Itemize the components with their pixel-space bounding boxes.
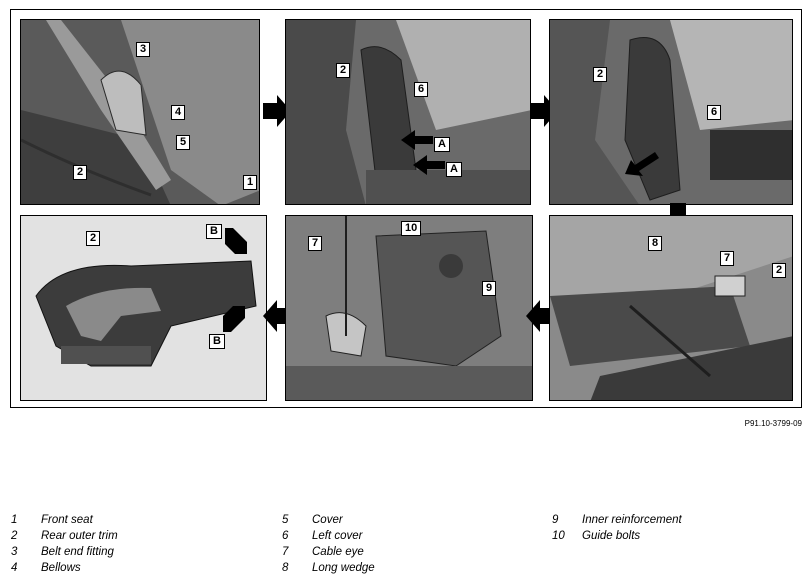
photo-panel-2: 2 6 A A	[285, 19, 531, 205]
push-arrow-icon	[223, 306, 245, 332]
push-arrow-icon	[401, 130, 433, 150]
callout-4: 4	[171, 105, 186, 120]
callout-2: 2	[336, 63, 351, 78]
callout-7: 7	[308, 236, 323, 251]
legend-number: 6	[282, 530, 289, 542]
legend-number: 2	[11, 530, 18, 542]
legend-number: 5	[282, 514, 289, 526]
reinforcement-illustration	[286, 216, 532, 400]
legend-text: Cable eye	[312, 546, 364, 558]
legend-text: Bellows	[41, 562, 81, 574]
callout-a: A	[446, 162, 462, 177]
legend-text: Cover	[312, 514, 343, 526]
arrow-right-icon	[263, 95, 291, 127]
photo-panel-1: 3 4 5 2 1	[20, 19, 260, 205]
callout-8: 8	[648, 236, 663, 251]
wedge-tool-illustration	[550, 216, 792, 400]
trim-part-illustration	[21, 216, 266, 400]
legend-text: Front seat	[41, 514, 93, 526]
callout-5: 5	[176, 135, 191, 150]
trim-removal-illustration	[286, 20, 530, 204]
legend-text: Left cover	[312, 530, 363, 542]
callout-b: B	[206, 224, 222, 239]
arrow-left-icon	[526, 300, 554, 332]
callout-3: 3	[136, 42, 151, 57]
legend-text: Guide bolts	[582, 530, 641, 542]
figure-code: P91.10-3799-09	[744, 419, 802, 428]
legend-number: 7	[282, 546, 289, 558]
callout-9: 9	[482, 281, 497, 296]
callout-7: 7	[720, 251, 735, 266]
left-cover-illustration	[550, 20, 792, 204]
callout-a: A	[434, 137, 450, 152]
pull-arrow-icon	[625, 152, 659, 176]
photo-panel-3: 2 6	[549, 19, 793, 205]
photo-panel-6: 8 7 2	[549, 215, 793, 401]
figure-frame: 3 4 5 2 1 2 6 A A	[10, 9, 802, 408]
legend-number: 10	[552, 530, 565, 542]
photo-panel-4: 2 B B	[20, 215, 267, 401]
legend-number: 9	[552, 514, 559, 526]
callout-2: 2	[73, 165, 88, 180]
callout-10: 10	[401, 221, 422, 236]
legend-number: 8	[282, 562, 289, 574]
photo-panel-5: 7 10 9	[285, 215, 533, 401]
callout-6: 6	[414, 82, 429, 97]
push-arrow-icon	[413, 155, 445, 175]
callout-2: 2	[593, 67, 608, 82]
push-arrow-icon	[225, 228, 247, 254]
callout-1: 1	[243, 175, 258, 190]
legend-text: Rear outer trim	[41, 530, 118, 542]
callout-6: 6	[707, 105, 722, 120]
legend-number: 3	[11, 546, 18, 558]
legend-text: Inner reinforcement	[582, 514, 682, 526]
callout-b: B	[209, 334, 225, 349]
callout-2: 2	[86, 231, 101, 246]
legend-number: 4	[11, 562, 18, 574]
legend-text: Long wedge	[312, 562, 375, 574]
legend-number: 1	[11, 514, 18, 526]
arrow-left-icon	[263, 300, 291, 332]
legend-text: Belt end fitting	[41, 546, 114, 558]
callout-2: 2	[772, 263, 787, 278]
